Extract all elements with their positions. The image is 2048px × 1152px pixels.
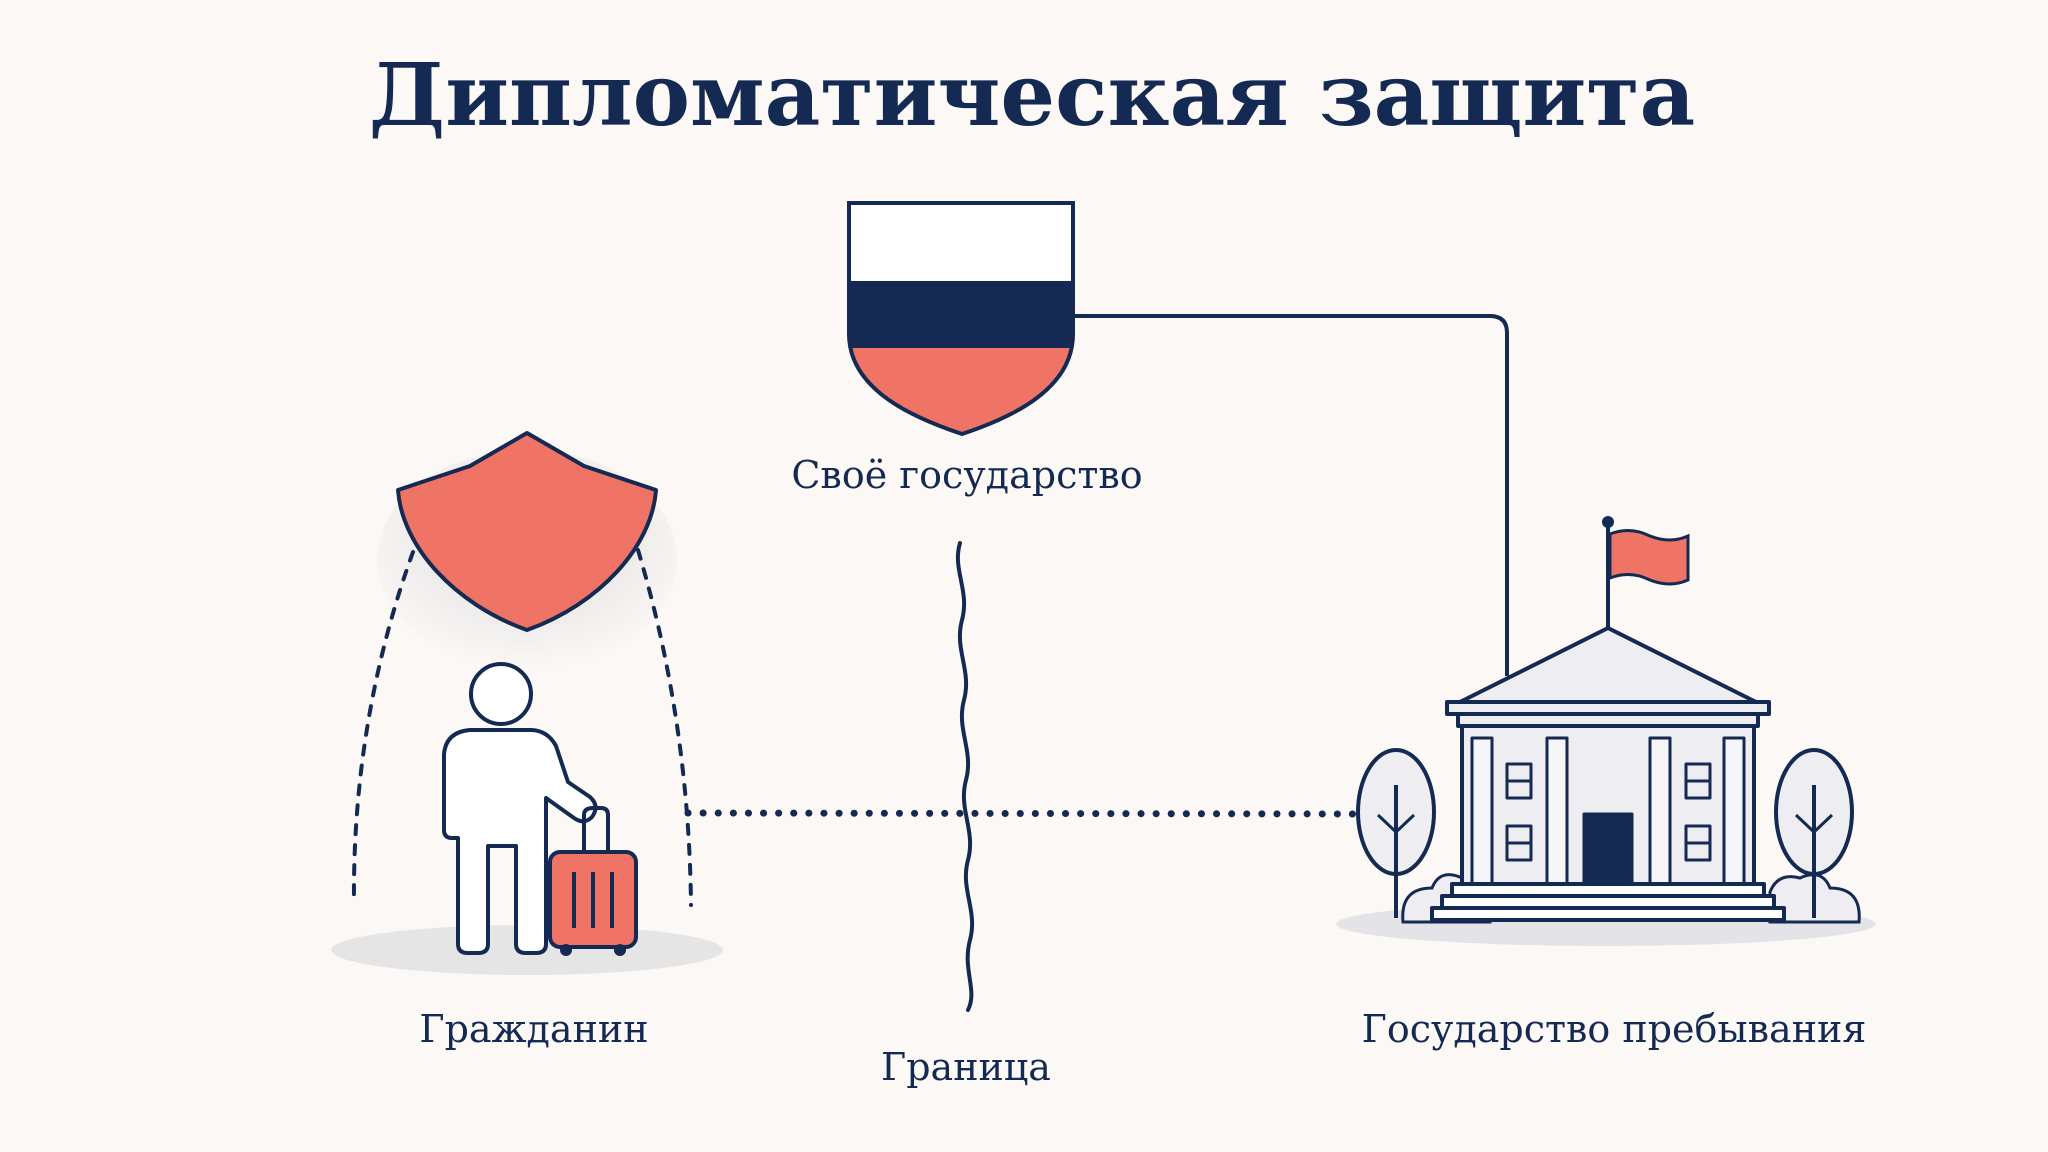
host-state-group <box>1336 516 1876 946</box>
border-line-icon <box>955 541 975 1012</box>
border-label: Граница <box>881 1045 1051 1089</box>
citizen-label: Гражданин <box>419 1007 648 1051</box>
page-title: Дипломатическая защита <box>369 45 1696 146</box>
citizen-group <box>331 431 723 975</box>
tricolor-shield-icon <box>847 201 1075 437</box>
shield-icon <box>396 431 658 632</box>
suitcase-icon <box>548 806 638 956</box>
connector-line <box>1073 314 1509 676</box>
tree-icon <box>1774 748 1854 918</box>
host-state-label: Государство пребывания <box>1362 1007 1867 1051</box>
protection-dome-left <box>351 550 415 907</box>
government-building-icon <box>1430 626 1786 922</box>
dotted-link <box>684 809 1366 818</box>
home-state-label: Своё государство <box>791 453 1142 497</box>
flag-icon <box>1602 516 1690 628</box>
tree-icon <box>1356 748 1436 918</box>
traveler-icon <box>442 662 598 955</box>
protection-dome-right <box>636 548 693 907</box>
